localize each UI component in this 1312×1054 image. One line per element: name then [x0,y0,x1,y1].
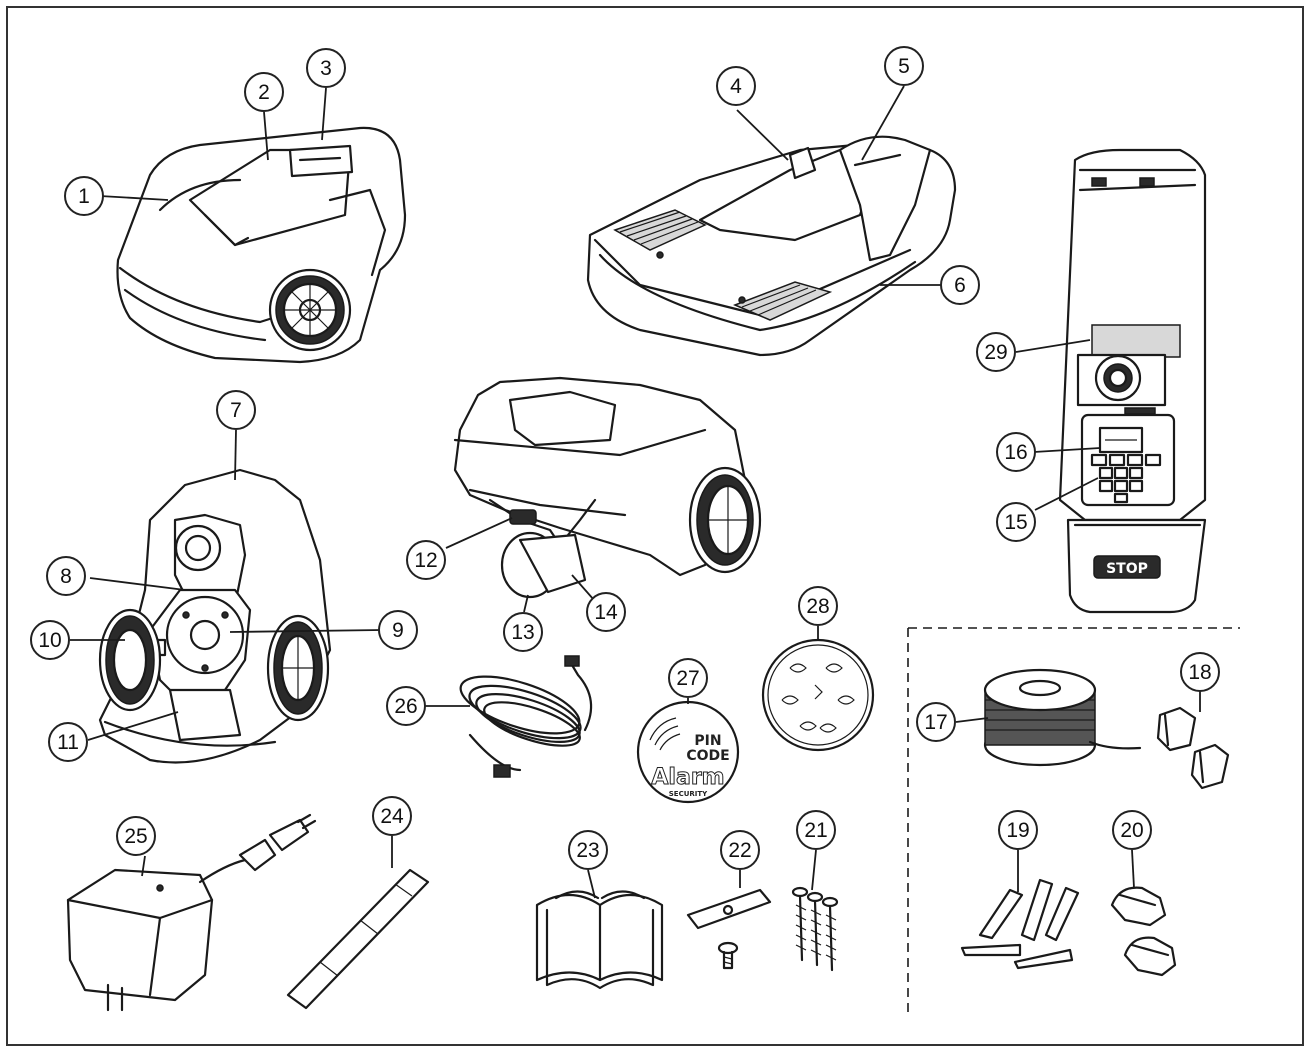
callout-6: 6 [940,265,980,305]
callout-14: 14 [586,592,626,632]
callout-22: 22 [720,830,760,870]
wire-spool [983,668,1142,767]
callout-28: 28 [798,586,838,626]
callout-4: 4 [716,66,756,106]
callout-9: 9 [378,610,418,650]
power-supply [66,813,317,1012]
callout-23: 23 [568,830,608,870]
callout-17: 17 [916,702,956,742]
sticker-code-text: CODE [686,748,729,764]
callout-16: 16 [996,432,1036,472]
callout-13: 13 [503,612,543,652]
callout-29: 29 [976,332,1016,372]
kit-dashed-border [907,627,1240,1012]
callout-27: 27 [668,658,708,698]
stop-label: STOP [1106,561,1148,577]
mower-rear-view [453,376,762,599]
boundary-pegs [960,878,1080,970]
callout-19: 19 [998,810,1038,850]
sticker-security-text: SECURITY [669,790,708,798]
mower-bottom-view [98,468,332,764]
callout-25: 25 [116,816,156,856]
callout-3: 3 [306,48,346,88]
callout-18: 18 [1180,652,1220,692]
leader-lines [70,85,1201,899]
cutting-template [761,638,875,752]
mower-top-view [116,126,407,364]
measuring-ruler [286,868,430,1010]
callout-26: 26 [386,686,426,726]
callout-24: 24 [372,796,412,836]
callout-1: 1 [64,176,104,216]
sticker-pin-text: PIN [694,733,721,749]
callout-10: 10 [30,620,70,660]
callout-8: 8 [46,556,86,596]
callout-15: 15 [996,502,1036,542]
wire-connectors [1110,886,1177,977]
callout-11: 11 [48,722,88,762]
user-manual [535,890,664,990]
callout-7: 7 [216,390,256,430]
extension-cable [459,655,593,778]
sticker-alarm-text: Alarm [651,765,724,790]
callout-5: 5 [884,46,924,86]
alarm-sticker: PIN CODE Alarm SECURITY [636,700,740,804]
callout-2: 2 [244,72,284,112]
callout-12: 12 [406,540,446,580]
wire-couplers [1156,706,1230,790]
callout-21: 21 [796,810,836,850]
spare-blade [686,888,772,970]
charging-station [586,135,957,357]
callout-20: 20 [1112,810,1152,850]
control-unit: STOP [1058,148,1207,614]
mounting-screws [791,886,839,972]
